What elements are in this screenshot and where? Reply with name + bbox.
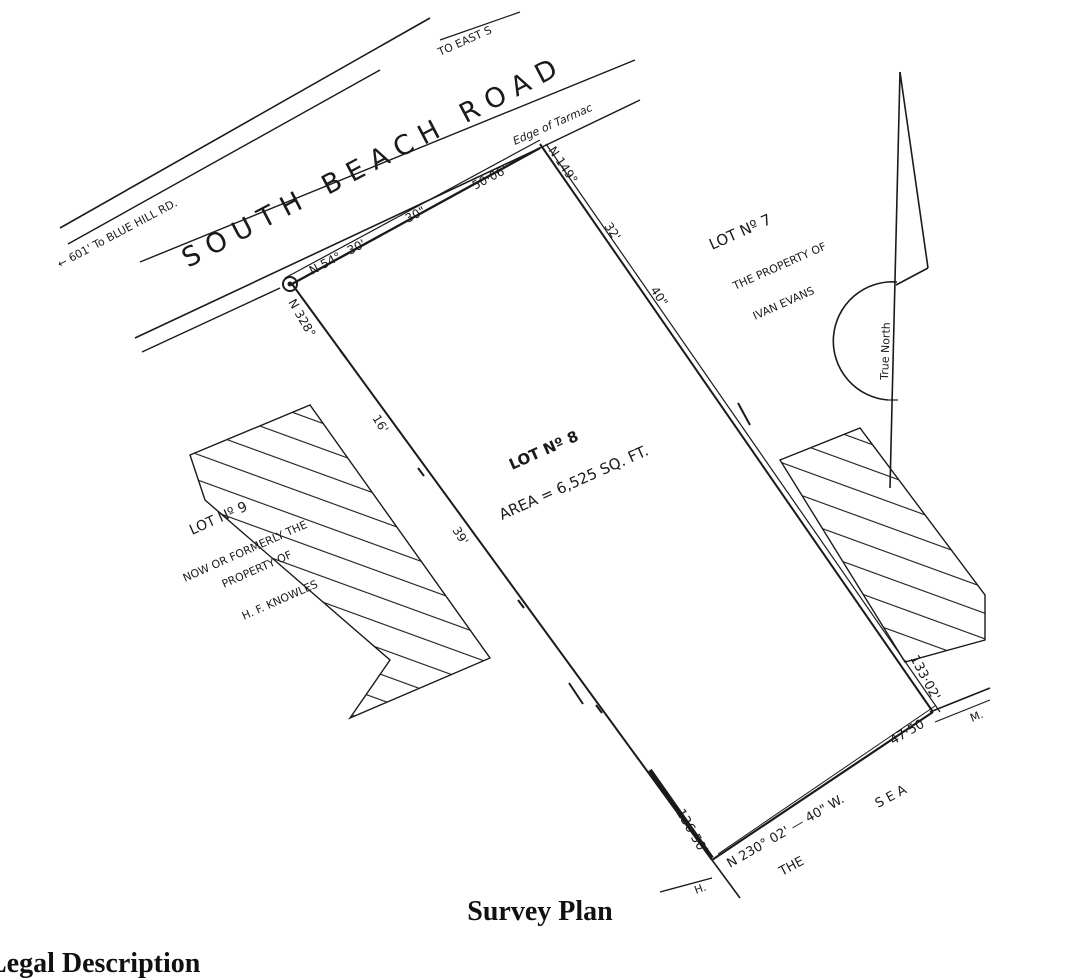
section-heading: Legal Description [0,948,201,979]
dim-left-136: 136·50' [673,807,711,857]
sea-h: H. [693,881,708,897]
sea-sea: SEA [873,781,913,812]
dim-side-32: 32' [602,220,624,243]
bearing-n328: N 328° [285,297,318,340]
dim-right-133: 133·02' [906,653,942,703]
dim-rear-47: 47·50 [888,717,928,749]
sea-the: THE [776,854,807,880]
lot-9-line4: H. F. KNOWLES [240,578,320,623]
sea-m: M. [968,708,985,725]
dim-front-30b: 30" [403,204,428,226]
bearing-n230: N 230° 02' — 40" W. [725,792,848,871]
bearing-n149: N 149° [546,144,581,186]
lot-7-line1: LOT Nº 7 [706,210,774,253]
road-lines [59,11,641,353]
plan-caption: Survey Plan [467,896,613,927]
boundary-ticks [339,349,751,714]
road-to-blue-hill: ← 601' To BLUE HILL RD. [55,196,179,270]
road-to-east: TO EAST S [435,23,494,59]
true-north-label: True North [878,322,893,381]
lot-7-line2: THE PROPERTY OF [730,240,828,293]
lot-8-boundary [282,143,941,861]
north-arrow-icon [832,71,929,489]
bearing-n54: N 54° [307,249,344,277]
hatched-building-lot-9 [189,404,492,720]
dim-side-39: 39' [449,524,471,547]
hatched-building-lot-7 [778,427,986,663]
lot-8-title: LOT Nº 8 [506,427,581,474]
lot-7-line3: IVAN EVANS [751,284,816,323]
edge-of-tarmac: Edge of Tarmac [511,101,595,148]
high-water-mark [659,687,991,899]
